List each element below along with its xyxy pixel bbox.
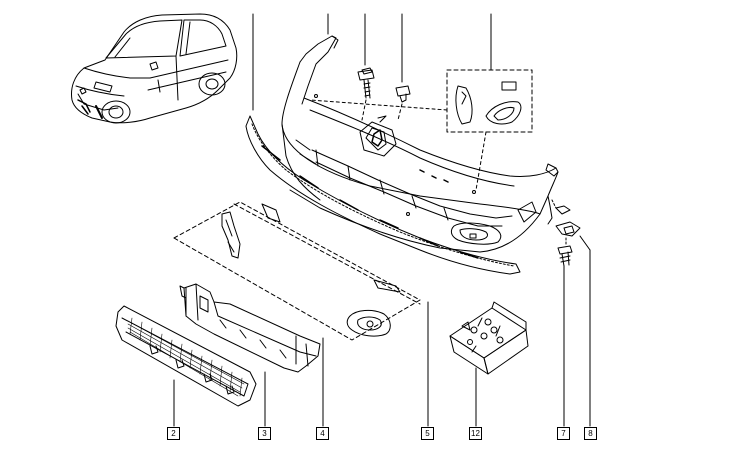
- top-leader-lines: [252, 13, 492, 111]
- side-bracket: [555, 205, 581, 237]
- callout-8[interactable]: 8: [584, 427, 597, 440]
- clip-fastener: [395, 85, 411, 103]
- front-bumper: [281, 35, 559, 253]
- car-thumbnail: [71, 13, 238, 124]
- lower-spoiler-strip: [245, 115, 521, 275]
- bumper-screw: [357, 67, 375, 99]
- callout-3[interactable]: 3: [258, 427, 271, 440]
- lower-grille-mesh: [115, 305, 257, 407]
- callout-7[interactable]: 7: [557, 427, 570, 440]
- callout-12[interactable]: 12: [469, 427, 482, 440]
- callout-2[interactable]: 2: [167, 427, 180, 440]
- tow-hook-cover-group: [446, 69, 533, 133]
- side-bolt: [557, 245, 573, 267]
- callout-4[interactable]: 4: [316, 427, 329, 440]
- fixing-kit-box: [449, 301, 529, 375]
- callout-5[interactable]: 5: [421, 427, 434, 440]
- side-parts-group: [173, 201, 421, 341]
- lower-air-deflector: [179, 283, 321, 373]
- bottom-leader-lines: [173, 235, 591, 427]
